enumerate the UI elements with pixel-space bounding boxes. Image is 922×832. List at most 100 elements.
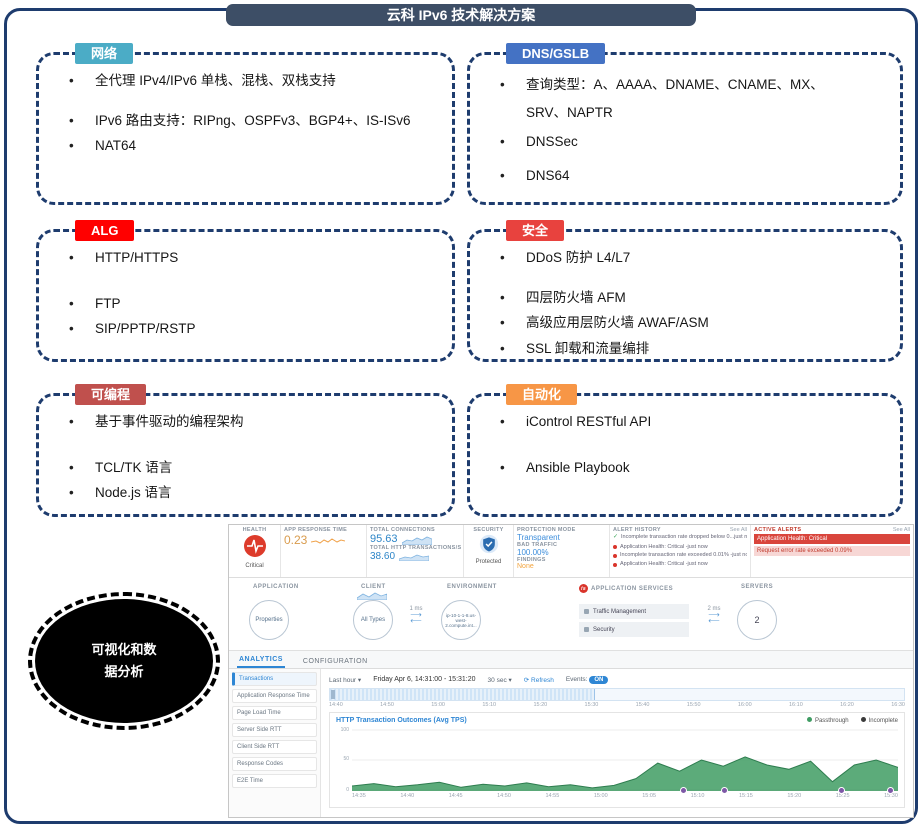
y-axis-tick: 50 <box>343 756 349 762</box>
arrow-left-icon: ⟵ <box>708 616 720 625</box>
client-traffic-sparkline <box>357 592 387 600</box>
tab-analytics[interactable]: ANALYTICS <box>237 654 285 668</box>
shield-check-icon <box>479 534 498 554</box>
servers-count-node[interactable]: 2 <box>737 600 777 640</box>
sidebar-item-response-codes[interactable]: Response Codes <box>232 757 317 771</box>
feature-box-security: 安全 •DDoS 防护 L4/L7 •四层防火墙 AFM •高级应用层防火墙 A… <box>467 220 903 362</box>
connections-panel: TOTAL CONNECTIONS 95.63 TOTAL HTTP TRANS… <box>367 525 464 577</box>
alert-dot-icon <box>613 544 617 549</box>
client-environment-link: 1 ms ⟶ ⟵ <box>395 606 437 625</box>
arrow-right-icon: ⟶ <box>708 610 720 619</box>
refresh-button[interactable]: ⟳ Refresh <box>523 676 554 684</box>
timeline-selection[interactable] <box>330 689 596 700</box>
legend-incomplete[interactable]: Incomplete <box>860 717 898 724</box>
feature-box-alg: ALG •HTTP/HTTPS •FTP •SIP/PPTP/RSTP <box>36 220 455 362</box>
sidebar-item-transactions[interactable]: Transactions <box>232 672 317 686</box>
active-alerts-label: ACTIVE ALERTS <box>754 527 802 533</box>
sidebar-item-page-load-time[interactable]: Page Load Time <box>232 706 317 720</box>
sidebar-item-client-side-rtt[interactable]: Client Side RTT <box>232 740 317 754</box>
app-response-time-sparkline <box>311 537 346 544</box>
chevron-down-icon: ▾ <box>357 676 362 684</box>
bullet-text: SIP/PPTP/RSTP <box>95 321 196 337</box>
sidebar-item-e2e-time[interactable]: E2E Time <box>232 774 317 788</box>
health-status: Critical <box>245 563 264 569</box>
feature-box-dns-gslb-label: DNS/GSLB <box>506 43 606 64</box>
sidebar-item-server-side-rtt[interactable]: Server Side RTT <box>232 723 317 737</box>
visualization-ellipse-label: 可视化和数据分析 <box>91 641 157 679</box>
security-label: SECURITY <box>473 527 504 533</box>
bullet-text: NAT64 <box>95 138 137 154</box>
bad-traffic-value: 100.00% <box>517 548 549 557</box>
total-connections-label: TOTAL CONNECTIONS <box>370 527 435 533</box>
bullet-icon: • <box>500 315 505 331</box>
feature-box-network: 网络 •全代理 IPv4/IPv6 单栈、混栈、双栈支持 •IPv6 路由支持：… <box>36 43 455 205</box>
event-marker[interactable] <box>720 787 728 794</box>
service-traffic-management[interactable]: Traffic Management <box>579 604 689 619</box>
timeline-scrubber[interactable] <box>329 688 905 701</box>
total-http-transactions-sparkline <box>399 554 430 561</box>
service-security[interactable]: Security <box>579 622 689 637</box>
bullet-icon: • <box>69 321 74 337</box>
tab-configuration[interactable]: CONFIGURATION <box>302 658 368 665</box>
time-range-dropdown[interactable]: Last hour ▾ <box>329 676 362 684</box>
bullet-icon: • <box>500 167 505 183</box>
alert-history-item: Incomplete transaction rate exceeded 0.0… <box>620 552 747 559</box>
feature-box-programmable: 可编程 •基于事件驱动的编程架构 •TCL/TK 语言 •Node.js 语言 <box>36 384 455 517</box>
security-status: Protected <box>475 559 502 565</box>
y-axis-tick: 100 <box>340 727 349 733</box>
feature-box-automation-label: 自动化 <box>506 384 578 405</box>
bullet-text: SSL 卸载和流量编排 <box>526 340 650 356</box>
environment-column-label: ENVIRONMENT <box>447 584 497 590</box>
feature-box-security-label: 安全 <box>506 220 565 241</box>
bullet-text: 全代理 IPv4/IPv6 单栈、混栈、双栈支持 <box>95 73 336 88</box>
bullet-text: HTTP/HTTPS <box>95 250 179 265</box>
chevron-down-icon: ▾ <box>508 676 512 684</box>
timeline-handle[interactable] <box>331 690 335 699</box>
interval-dropdown[interactable]: 30 sec ▾ <box>487 676 512 684</box>
servers-column-label: SERVERS <box>741 584 774 590</box>
security-panel: SECURITY Protected <box>464 525 514 577</box>
events-toggle[interactable]: Events: ON <box>566 676 609 684</box>
total-http-transactions-value: 38.60 <box>370 551 396 562</box>
findings-label: FINDINGS <box>517 557 546 563</box>
alert-history-item: Application Health: Critical -just now <box>620 543 708 550</box>
app-response-time-label: APP RESPONSE TIME <box>284 527 348 533</box>
security-service-icon <box>584 627 589 632</box>
time-controls: Last hour ▾ Friday Apr 6, 14:31:00 - 15:… <box>329 673 905 686</box>
bullet-text: FTP <box>95 295 121 311</box>
alert-history-see-all-link[interactable]: See All <box>729 527 747 533</box>
bad-traffic-label: BAD TRAFFIC <box>517 542 558 548</box>
chart-plot-area: 100 50 0 <box>341 727 898 794</box>
feature-box-network-label: 网络 <box>75 43 134 64</box>
feature-box-alg-label: ALG <box>75 220 135 241</box>
bullet-text: DDoS 防护 L4/L7 <box>526 250 631 265</box>
client-column-label: CLIENT <box>361 584 386 590</box>
event-marker[interactable] <box>679 787 687 794</box>
y-axis-tick: 0 <box>346 787 349 793</box>
analytics-sidebar: Transactions Application Response Time P… <box>229 669 321 817</box>
chart-legend: Passthrough Incomplete <box>806 717 898 724</box>
health-critical-icon <box>243 535 266 557</box>
feature-box-automation: 自动化 •iControl RESTful API •Ansible Playb… <box>467 384 903 517</box>
event-marker[interactable] <box>887 787 895 794</box>
bullet-icon: • <box>69 295 74 311</box>
active-alerts-see-all-link[interactable]: See All <box>892 527 910 533</box>
bullet-text: iControl RESTful API <box>526 414 652 429</box>
visualization-ellipse: 可视化和数据分析 <box>28 592 220 730</box>
alert-history-label: ALERT HISTORY <box>613 527 661 533</box>
bullet-text: Node.js 语言 <box>95 485 172 501</box>
application-properties-node[interactable]: Properties <box>249 600 289 640</box>
legend-passthrough[interactable]: Passthrough <box>806 717 849 724</box>
client-all-types-node[interactable]: All Types <box>353 600 393 640</box>
sidebar-item-application-response-time[interactable]: Application Response Time <box>232 689 317 703</box>
f5-logo-icon: f5 <box>579 584 588 593</box>
time-window-label: Friday Apr 6, 14:31:00 - 15:31:20 <box>373 676 476 683</box>
total-http-transactions-label: TOTAL HTTP TRANSACTIONS/S <box>370 545 462 551</box>
total-connections-sparkline <box>401 536 432 545</box>
application-services-list: Traffic Management Security <box>579 604 689 640</box>
client-latency: 1 ms <box>409 606 423 612</box>
chart-title: HTTP Transaction Outcomes (Avg TPS) <box>336 717 467 724</box>
event-marker[interactable] <box>837 787 845 794</box>
environment-node[interactable]: ip-10-1-1-8.us-west-2.compute.int... <box>441 600 481 640</box>
